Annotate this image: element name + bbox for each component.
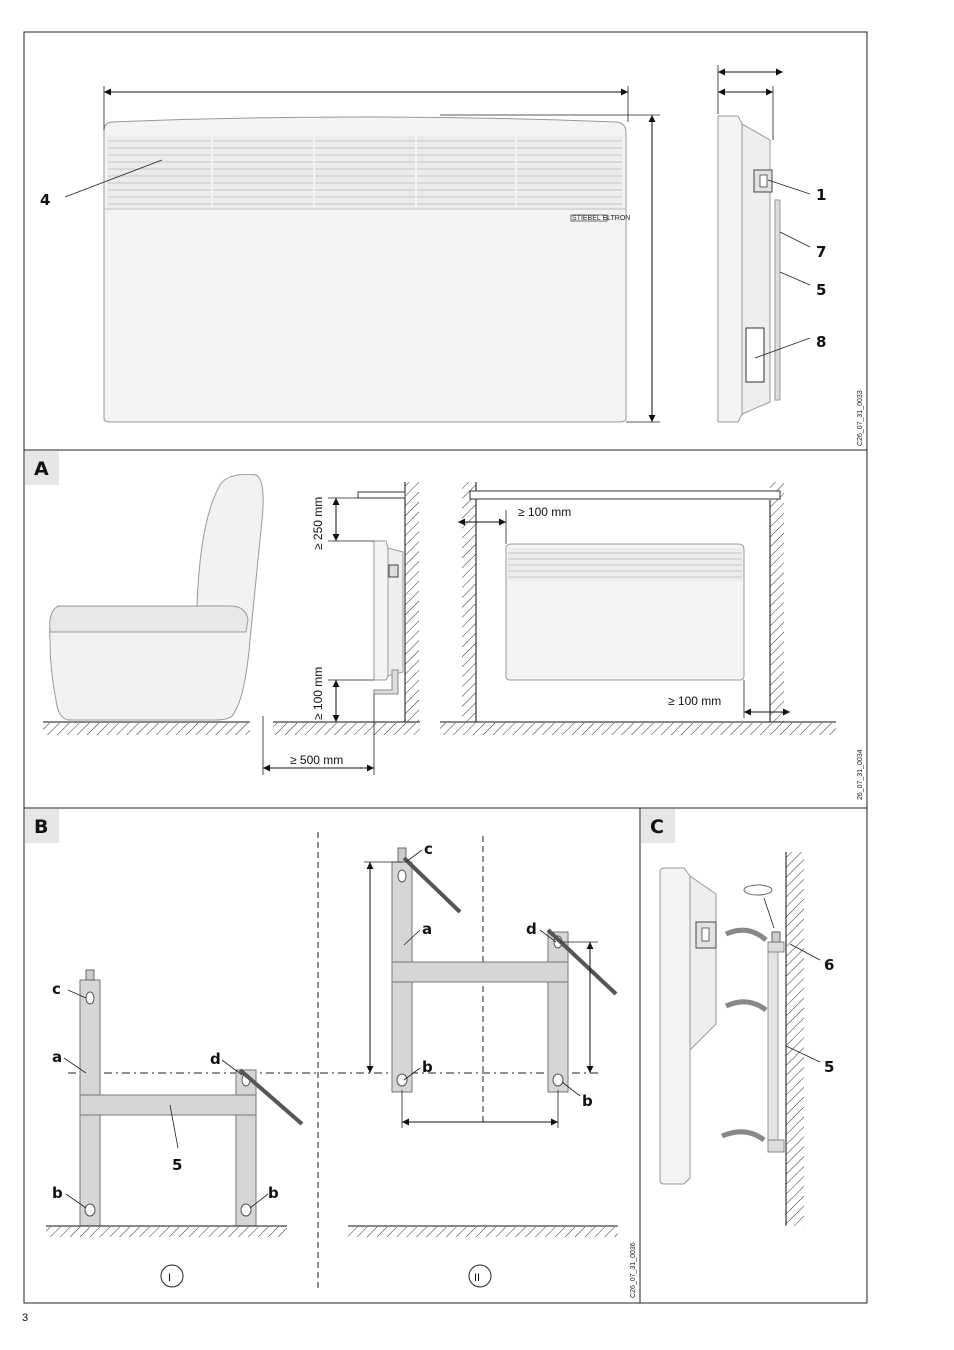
- callout-ii-a: a: [422, 920, 432, 938]
- dim-bottom-clearance: ≥ 100 mm: [311, 667, 325, 720]
- callout-i-d: d: [210, 1050, 221, 1068]
- variant-i-label: I: [168, 1272, 171, 1284]
- callout-ii-c: c: [424, 840, 433, 858]
- drawing-code-a: 26_07_31_0034: [857, 749, 864, 800]
- callout-i-a: a: [52, 1048, 62, 1066]
- section-label-b: B: [34, 816, 48, 838]
- section-a: A ≥ 250 mm ≥ 100 mm: [25, 451, 864, 800]
- sheet-frame: [23, 31, 868, 1304]
- dim-front-clearance: ≥ 500 mm: [290, 753, 343, 767]
- section-label-c: C: [650, 816, 664, 838]
- callout-i-5: 5: [172, 1156, 182, 1174]
- callout-c-5: 5: [824, 1058, 834, 1076]
- callout-i-c: c: [52, 980, 61, 998]
- variant-ii-label: II: [474, 1272, 480, 1284]
- callout-ii-b-left: b: [422, 1058, 433, 1076]
- section-c: C 6 5: [641, 809, 834, 1226]
- callout-i-b-right: b: [268, 1184, 279, 1202]
- section-b: B c a d 5 b b: [25, 809, 637, 1298]
- callout-4: 4: [40, 191, 50, 209]
- callout-c-6: 6: [824, 956, 834, 974]
- drawing-code-b: C26_07_31_0036: [630, 1242, 637, 1298]
- clearance-front-view: ≥ 100 mm ≥ 100 mm: [440, 482, 836, 735]
- callout-8: 8: [816, 333, 826, 351]
- brand-plate: [570, 214, 608, 222]
- dim-top-clearance: ≥ 250 mm: [311, 497, 325, 550]
- dim-side-clearance-bottom: ≥ 100 mm: [668, 694, 721, 708]
- armchair-illustration: [43, 474, 264, 735]
- callout-1: 1: [816, 186, 826, 204]
- callout-ii-d: d: [526, 920, 537, 938]
- page-number: 3: [22, 1312, 28, 1324]
- svg-text:STIEBEL ELTRON: STIEBEL ELTRON: [572, 215, 630, 222]
- heater-side-view: [717, 65, 783, 423]
- main-figure: STIEBEL ELTRON 4 1 7 5: [40, 65, 864, 446]
- callout-5: 5: [816, 281, 826, 299]
- clearance-side-view: ≥ 250 mm ≥ 100 mm ≥ 500 mm: [262, 482, 420, 775]
- drawing-code-main: C26_07_31_0033: [857, 390, 864, 446]
- bracket-variant-ii: c a d b b II: [348, 840, 618, 1288]
- bracket-variant-i: c a d 5 b b I: [46, 969, 304, 1288]
- dim-side-clearance-top: ≥ 100 mm: [518, 505, 571, 519]
- heater-grille: [108, 136, 622, 208]
- callout-7: 7: [816, 243, 826, 261]
- section-label-a: A: [34, 458, 49, 480]
- heater-front-view: STIEBEL ELTRON: [103, 116, 630, 423]
- callout-ii-b-right: b: [582, 1092, 593, 1110]
- callout-i-b-left: b: [52, 1184, 63, 1202]
